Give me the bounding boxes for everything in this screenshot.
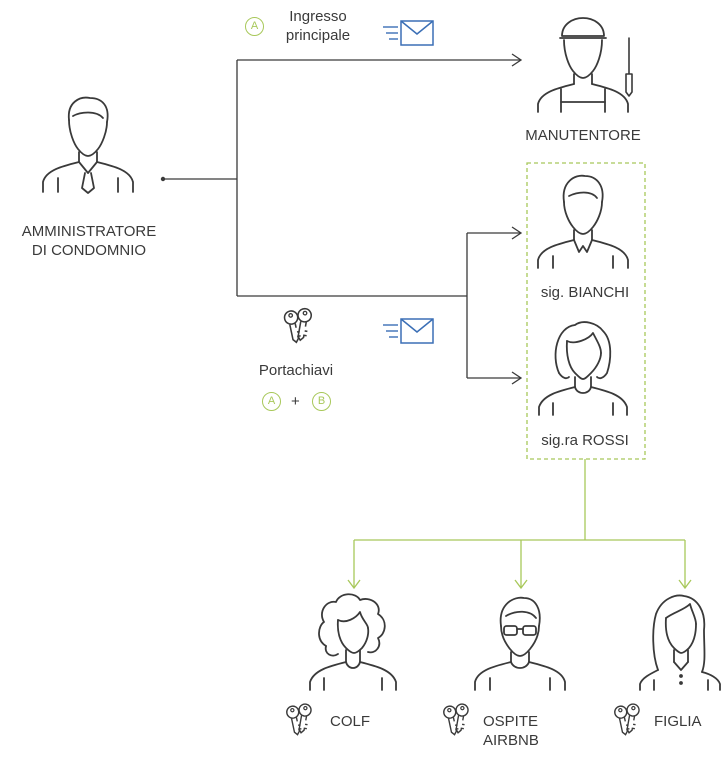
colf-icon [309,593,397,691]
administrator-label-line2: DI CONDOMNIO [31,242,147,259]
connector-lines [160,53,523,385]
key-icon [441,702,470,737]
daughter-icon [639,594,721,691]
maintenance-worker-icon [537,17,633,113]
airbnb-guest-label-line2: AIRBNB [483,732,539,749]
keychain-icon [282,306,314,345]
airbnb-guest-icon [474,596,566,691]
colf-label: COLF [330,713,371,730]
keychain-label: Portachiavi [258,362,334,379]
key-icon [612,702,641,737]
entrance-label-line1: Ingresso [289,8,347,25]
daughter-label: FIGLIA [654,713,702,730]
administrator-label-line1: AMMINISTRATORE [21,223,157,240]
bianchi-label: sig. BIANCHI [540,284,630,301]
key-badge-a: A [262,392,281,411]
airbnb-guest-label-line1: OSPITE [483,713,539,730]
administrator-icon [42,96,134,194]
key-icon [284,702,313,737]
owners-group-box [526,162,646,460]
owner-woman-icon [538,321,628,416]
administrator-label: AMMINISTRATORE DI CONDOMNIO [22,222,156,260]
guest-tree-lines [347,459,692,590]
airbnb-guest-label: OSPITE AIRBNB [483,712,539,750]
envelope-icon [383,20,434,46]
entrance-badge: A [245,17,264,36]
envelope-icon [383,318,434,344]
owner-man-icon [537,174,629,269]
rossi-label: sig.ra ROSSI [541,432,629,449]
entrance-label-line2: principale [285,27,351,44]
maintenance-label: MANUTENTORE [525,127,641,144]
entrance-label: Ingresso principale [286,7,350,45]
key-badge-b: B [312,392,331,411]
plus-sign: + [291,393,300,410]
